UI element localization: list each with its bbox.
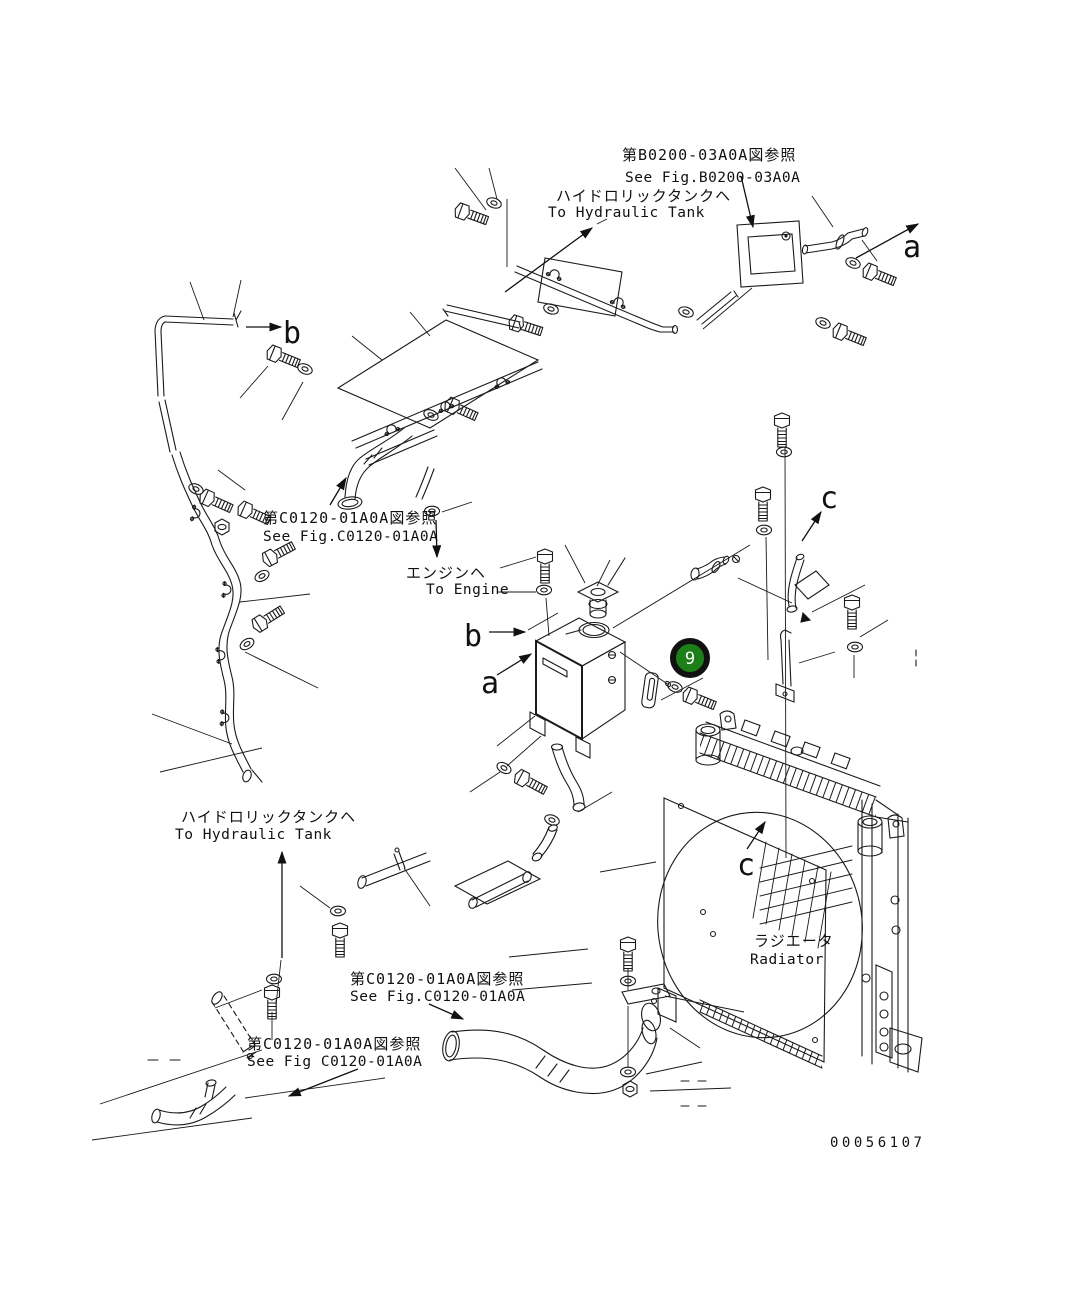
overflow-tube-bracket: [776, 553, 829, 755]
tube-assembly-top: [443, 258, 738, 334]
label-hyd-left-en: To Hydraulic Tank: [175, 827, 332, 843]
label-ref-c0120-br-en: See Fig.C0120-01A0A: [350, 989, 525, 1005]
part-callout-9[interactable]: 9: [673, 641, 707, 675]
view-letter-b-tank: b: [464, 619, 482, 654]
view-letter-a-tank: a: [481, 666, 499, 701]
view-letter-b-top: b: [283, 316, 301, 351]
callout-arrows: [246, 176, 920, 1096]
hydraulic-hose-left: [172, 452, 262, 783]
label-hyd-top-jp: ハイドロリックタンクヘ: [556, 187, 731, 205]
leader-lines: [92, 168, 888, 1140]
reservoir-tank: [530, 618, 625, 758]
label-engine-en: To Engine: [426, 582, 509, 598]
label-radiator-jp: ラジエータ: [754, 932, 834, 950]
overflow-pipe-top-left: [155, 311, 241, 452]
shim-plate: [641, 672, 671, 708]
label-radiator-en: Radiator: [750, 952, 824, 968]
view-letter-a-top: a: [903, 230, 921, 265]
label-ref-b0200-en: See Fig.B0200-03A0A: [625, 170, 800, 186]
label-engine-jp: エンジンヘ: [406, 564, 486, 582]
label-ref-c0120-bl-en: See Fig C0120-01A0A: [247, 1054, 422, 1070]
radiator-assembly: [640, 711, 922, 1072]
drawing-number: 00056107: [830, 1135, 925, 1151]
tank-drain-hoses: [531, 744, 586, 863]
elbow-fitting: [690, 555, 739, 580]
label-ref-c0120-bl-jp: 第C0120-01A0A図参照: [247, 1035, 421, 1053]
filler-cap-assembly: [578, 558, 625, 618]
bracket-plate-b0200: [737, 221, 869, 287]
label-ref-c0120-mid-en: See Fig.C0120-01A0A: [263, 529, 438, 545]
view-letter-c-lower: c: [737, 848, 755, 883]
lower-piping-group: [150, 848, 670, 1125]
phantom-dashes: [148, 650, 916, 1106]
label-hyd-top-en: To Hydraulic Tank: [548, 205, 705, 221]
label-hyd-left-jp: ハイドロリックタンクヘ: [181, 808, 356, 826]
label-ref-c0120-br-jp: 第C0120-01A0A図参照: [350, 970, 524, 988]
annotation-texts: 第B0200-03A0A図参照 See Fig.B0200-03A0A ハイドロ…: [175, 146, 925, 1151]
view-letter-c-upper: c: [820, 481, 838, 516]
part-callout-number: 9: [685, 649, 695, 669]
label-ref-b0200-jp: 第B0200-03A0A図参照: [622, 146, 796, 164]
label-ref-c0120-mid-jp: 第C0120-01A0A図参照: [263, 509, 437, 527]
